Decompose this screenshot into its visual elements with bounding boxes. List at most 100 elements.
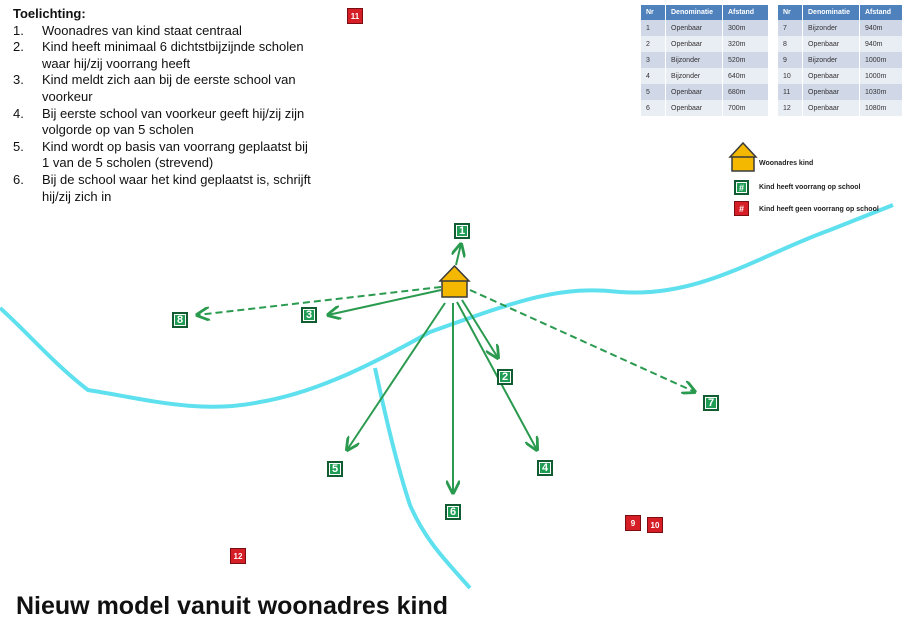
school-marker-12: 12	[230, 548, 246, 564]
cell: Openbaar	[802, 84, 860, 100]
cell: 5	[641, 84, 666, 100]
school-marker-8: 8	[172, 312, 188, 328]
cell: Bijzonder	[665, 68, 723, 84]
legend-no-priority-label: Kind heeft geen voorrang op school	[759, 206, 879, 213]
list-text: Kind meldt zich aan bij de eerste school…	[42, 72, 296, 104]
arrow-3	[328, 289, 442, 315]
cell: 1080m	[859, 100, 903, 116]
cell: 940m	[859, 20, 903, 36]
cell: Bijzonder	[802, 52, 860, 68]
cell: 940m	[859, 36, 903, 52]
cell: Openbaar	[665, 84, 723, 100]
col-header-nr: Nr	[641, 5, 666, 20]
list-number: 2.	[13, 39, 24, 55]
cell: 4	[641, 68, 666, 84]
cell: 12	[778, 100, 803, 116]
cell: 680m	[722, 84, 769, 100]
cell: Openbaar	[665, 36, 723, 52]
cell: 6	[641, 100, 666, 116]
list-text: Kind wordt op basis van voorrang geplaat…	[42, 138, 308, 171]
cell: 8	[778, 36, 803, 52]
school-marker-2: 2	[497, 369, 513, 385]
cell: 7	[778, 20, 803, 36]
river-branch	[373, 367, 472, 590]
explanation-block: Toelichting: 1. Woonadres van kind staat …	[13, 6, 313, 205]
list-item: 1. Woonadres van kind staat centraal	[13, 23, 313, 40]
cell: Bijzonder	[665, 52, 723, 68]
arrow-5	[347, 302, 446, 450]
table-header-row: Nr Denominatie Afstand	[778, 5, 903, 20]
legend-no-priority-swatch: #	[734, 201, 749, 216]
col-header-denominatie: Denominatie	[665, 5, 723, 20]
arrow-7	[469, 289, 695, 392]
list-text: Bij eerste school van voorkeur geeft hij…	[42, 105, 305, 138]
legend-home-icon	[728, 141, 758, 172]
col-header-denominatie: Denominatie	[802, 5, 860, 20]
legend-home-label: Woonadres kind	[759, 160, 814, 167]
list-item: 2.Kind heeft minimaal 6 dichtstbijzijnde…	[13, 39, 313, 72]
list-item: 3. Kind meldt zich aan bij de eerste scho…	[13, 72, 313, 105]
cell: Bijzonder	[802, 20, 860, 36]
list-text: Bij de school waar het kind geplaatst is…	[42, 171, 311, 204]
legend-priority-swatch: #	[734, 180, 749, 195]
cell: 520m	[722, 52, 769, 68]
list-number: 1.	[13, 22, 24, 38]
cell: 1000m	[859, 68, 903, 84]
list-item: 4. Bij eerste school van voorkeur geeft h…	[13, 106, 313, 139]
list-number: 5.	[13, 138, 24, 154]
school-marker-6: 6	[445, 504, 461, 520]
school-marker-3: 3	[301, 307, 317, 323]
cell: 320m	[722, 36, 769, 52]
cell: Openbaar	[802, 68, 860, 84]
col-header-afstand: Afstand	[859, 5, 903, 20]
cell: 10	[778, 68, 803, 84]
cell: 9	[778, 52, 803, 68]
explanation-heading: Toelichting:	[13, 6, 86, 21]
col-header-nr: Nr	[778, 5, 803, 20]
school-marker-5: 5	[327, 461, 343, 477]
cell: 1000m	[859, 52, 903, 68]
list-number: 6.	[13, 171, 24, 187]
cell: 11	[778, 84, 803, 100]
col-header-afstand: Afstand	[722, 5, 769, 20]
cell: 3	[641, 52, 666, 68]
arrow-1	[456, 244, 461, 266]
list-number: 4.	[13, 105, 24, 121]
cell: 640m	[722, 68, 769, 84]
cell: 300m	[722, 20, 769, 36]
arrow-8	[197, 286, 442, 315]
cell: Openbaar	[665, 20, 723, 36]
school-marker-4: 4	[537, 460, 553, 476]
cell: Openbaar	[802, 36, 860, 52]
school-marker-10: 10	[647, 517, 663, 533]
school-marker-7: 7	[703, 395, 719, 411]
school-marker-1: 1	[454, 223, 470, 239]
slide-title: Nieuw model vanuit woonadres kind	[16, 592, 449, 620]
explanation-list: 1.Woonadres van kind staat centraal 2.Ki…	[13, 23, 313, 206]
list-number: 3.	[13, 72, 24, 88]
list-text: Woonadres van kind staat centraal	[42, 22, 242, 38]
table-header-row: Nr Denominatie Afstand	[641, 5, 769, 20]
list-item: 5. Kind wordt op basis van voorrang gepla…	[13, 139, 313, 172]
cell: 1	[641, 20, 666, 36]
home-icon	[438, 264, 471, 298]
cell: 2	[641, 36, 666, 52]
arrow-2	[461, 299, 498, 358]
legend-priority-label: Kind heeft voorrang op school	[759, 184, 861, 191]
cell: Openbaar	[802, 100, 860, 116]
